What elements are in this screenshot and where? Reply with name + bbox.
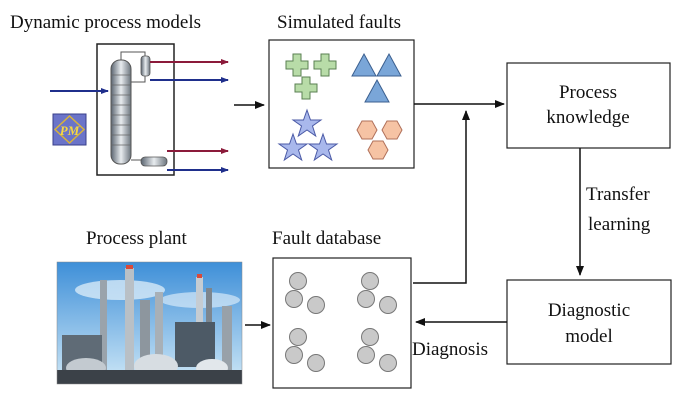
star-shape: [307, 132, 339, 162]
process-flowsheet: PM: [50, 43, 229, 176]
process-knowledge-line1: Process: [559, 82, 617, 103]
distillation-column-icon: [110, 59, 132, 165]
pm-logo-icon: PM: [52, 113, 87, 146]
triangle-shape: [351, 52, 377, 77]
diagnostic-model-line2: model: [565, 326, 613, 347]
data-point: [379, 296, 397, 314]
data-point: [285, 346, 303, 364]
simulated-faults-label: Simulated faults: [277, 12, 401, 33]
data-point: [379, 354, 397, 372]
flowsheet-frame: [96, 43, 175, 176]
process-knowledge-line2: knowledge: [546, 107, 629, 128]
data-point: [361, 328, 379, 346]
diagnostic-model-line1: Diagnostic: [548, 300, 630, 321]
transfer-label-line1: Transfer: [586, 184, 650, 205]
data-point: [307, 296, 325, 314]
star-shape: [277, 132, 309, 162]
process-knowledge-frame: [506, 62, 671, 149]
hexagon-shape: [356, 120, 378, 140]
condenser-drum-icon: [140, 55, 151, 77]
transfer-label-line2: learning: [588, 214, 651, 235]
process-plant-label: Process plant: [86, 228, 188, 249]
data-point: [307, 354, 325, 372]
cross-shape: [294, 76, 318, 100]
data-point: [285, 290, 303, 308]
cross-shape: [313, 53, 337, 77]
hexagon-shape: [381, 120, 403, 140]
data-point: [357, 346, 375, 364]
svg-text:PM: PM: [60, 123, 80, 138]
simulated-faults-box: [268, 39, 415, 169]
arrow-database-to-knowledge: [413, 110, 470, 284]
data-point: [289, 328, 307, 346]
dynamic-models-label: Dynamic process models: [10, 12, 201, 33]
refinery-photo: [56, 261, 243, 385]
process-knowledge-box: Process knowledge: [506, 62, 671, 149]
diagnosis-label: Diagnosis: [412, 339, 488, 360]
fault-database-label: Fault database: [272, 228, 381, 249]
hexagon-shape: [367, 140, 389, 160]
reboiler-icon: [140, 156, 168, 167]
data-point: [289, 272, 307, 290]
diagnostic-model-box: Diagnostic model: [506, 279, 672, 365]
triangle-shape: [376, 52, 402, 77]
diagnostic-model-frame: [506, 279, 672, 365]
cross-shape: [285, 53, 309, 77]
fault-database-box: [272, 257, 412, 389]
data-point: [361, 272, 379, 290]
data-point: [357, 290, 375, 308]
triangle-shape: [364, 78, 390, 103]
star-shape: [291, 108, 323, 138]
